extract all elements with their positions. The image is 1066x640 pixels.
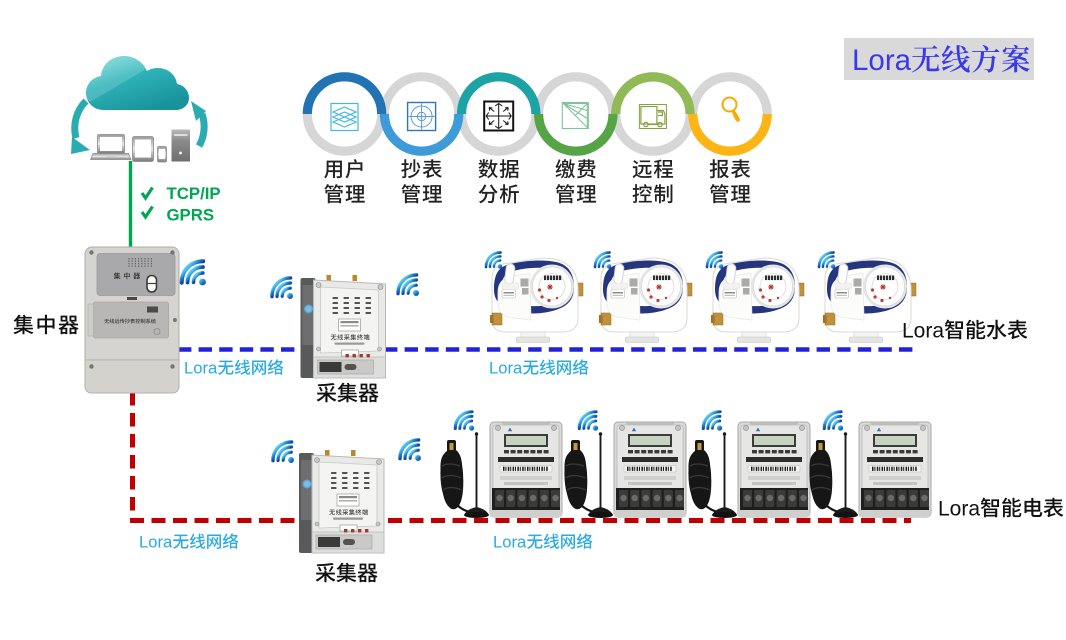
svg-text:Lora: Lora [139,533,173,552]
svg-text:Lora: Lora [184,359,218,378]
svg-text:Lora: Lora [852,44,912,77]
svg-text:Lora: Lora [493,533,527,552]
svg-text:TCP/IP: TCP/IP [167,184,221,203]
svg-text:Lora: Lora [489,359,523,378]
svg-text:GPRS: GPRS [167,206,215,225]
svg-text:Lora: Lora [938,498,980,521]
svg-text:Lora: Lora [902,320,944,343]
